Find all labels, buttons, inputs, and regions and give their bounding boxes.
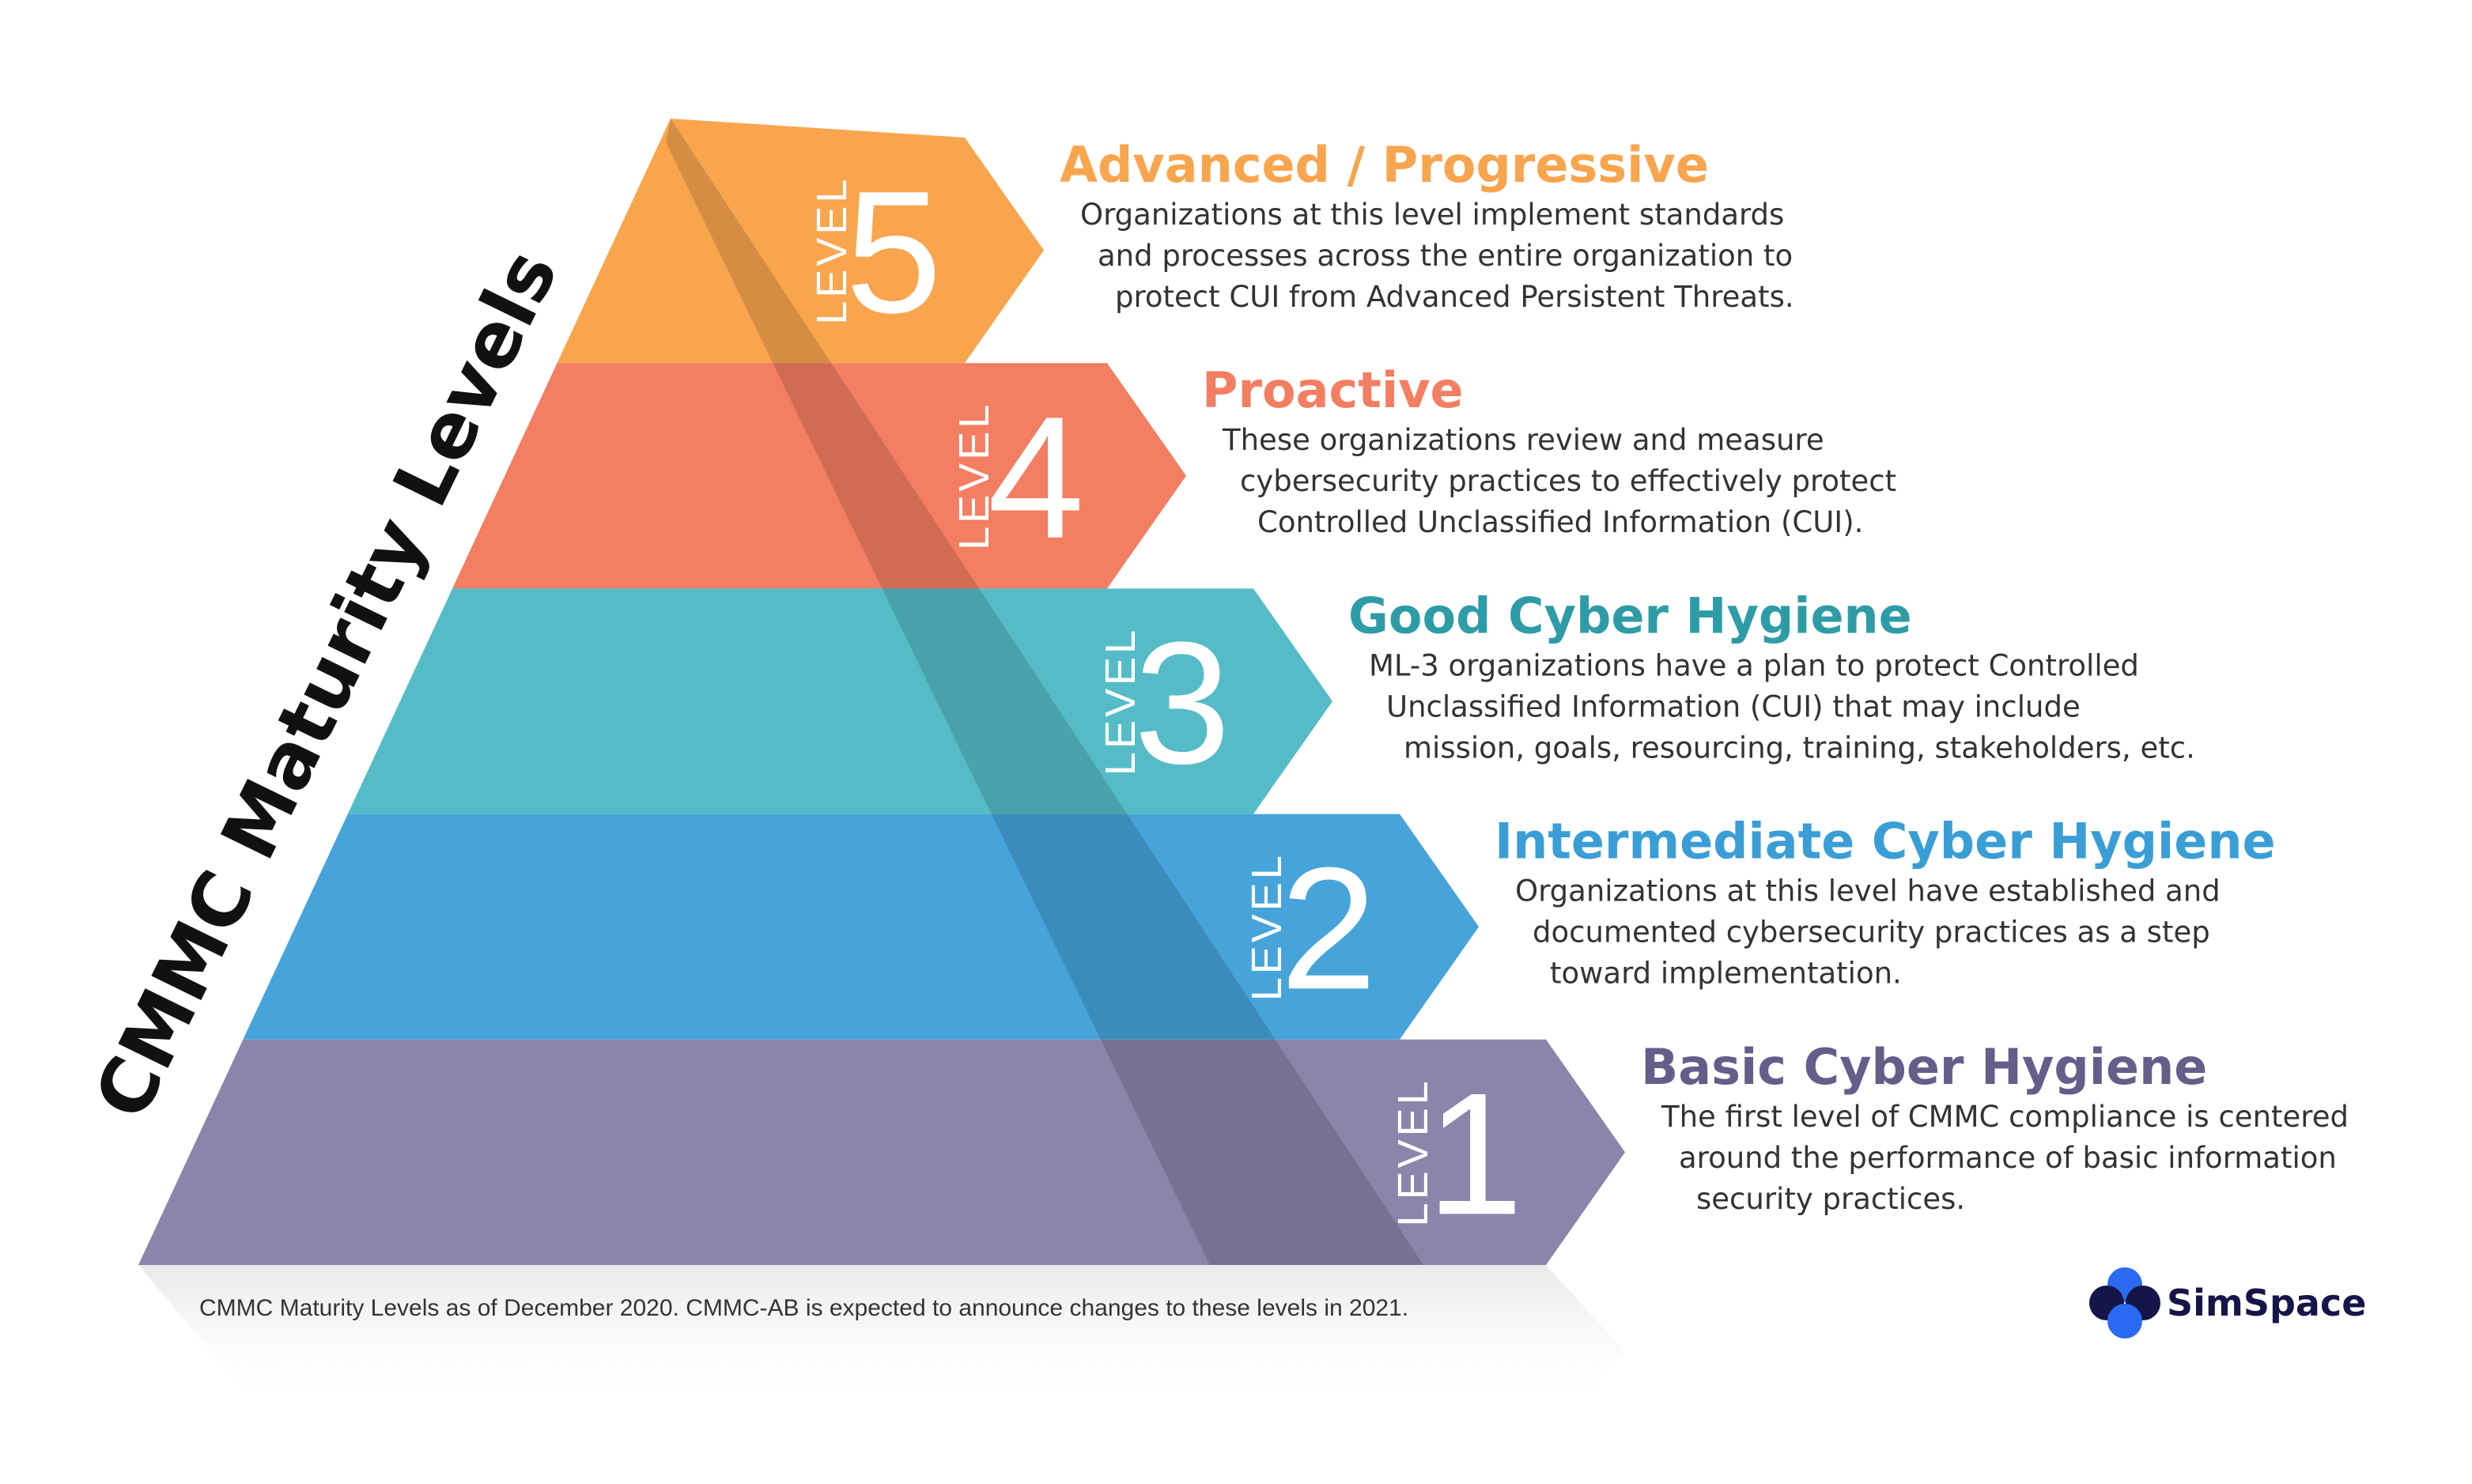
- pyramid-reflection: [138, 1265, 1625, 1411]
- tier-1-description-line: security practices.: [1696, 1182, 1965, 1216]
- tier-3-number: 3: [1134, 606, 1230, 800]
- tier-5-description-line: protect CUI from Advanced Persistent Thr…: [1115, 280, 1794, 314]
- brand-name: SimSpace: [2167, 1282, 2366, 1324]
- pyramid-tiers: [138, 119, 1625, 1265]
- pyramid-shadow-band: [666, 119, 1423, 1265]
- tier-4-title: Proactive: [1202, 361, 1464, 419]
- tier-3-level-word: LEVEL: [1097, 627, 1144, 776]
- tier-4-description-line: These organizations review and measure: [1222, 423, 1824, 457]
- tier-2-title: Intermediate Cyber Hygiene: [1495, 813, 2276, 870]
- footnote: CMMC Maturity Levels as of December 2020…: [199, 1295, 1408, 1321]
- tier-5-band: [557, 119, 1044, 364]
- tier-3-description-line: mission, goals, resourcing, training, st…: [1404, 731, 2195, 765]
- tier-4-description-line: Controlled Unclassified Information (CUI…: [1257, 505, 1863, 539]
- tier-2-number: 2: [1280, 831, 1377, 1025]
- tier-5-title: Advanced / Progressive: [1060, 136, 1709, 194]
- tier-1-level-word: LEVEL: [1389, 1078, 1437, 1226]
- tier-1-band: [138, 1039, 1625, 1265]
- tier-5-description-line: and processes across the entire organiza…: [1098, 239, 1793, 273]
- tier-5-number: 5: [845, 155, 942, 349]
- tier-1-description-line: The first level of CMMC compliance is ce…: [1661, 1100, 2349, 1134]
- tier-2-description-line: documented cybersecurity practices as a …: [1533, 916, 2210, 950]
- tier-3-band: [347, 588, 1332, 814]
- tier-3-description-line: ML-3 organizations have a plan to protec…: [1369, 648, 2139, 682]
- tier-1-description-line: around the performance of basic informat…: [1679, 1141, 2337, 1175]
- tier-1-title: Basic Cyber Hygiene: [1641, 1038, 2207, 1096]
- tier-2-level-word: LEVEL: [1243, 852, 1291, 1001]
- tier-2-description-line: Organizations at this level have establi…: [1515, 874, 2221, 908]
- tier-4-number: 4: [988, 380, 1084, 575]
- tier-3-title: Good Cyber Hygiene: [1348, 587, 1912, 644]
- overlapping-circles-icon: [2089, 1267, 2160, 1339]
- tier-4-band: [452, 363, 1186, 589]
- tier-2-description-line: toward implementation.: [1550, 957, 1902, 991]
- tier-4-description-line: cybersecurity practices to effectively p…: [1240, 464, 1896, 498]
- tier-2-band: [243, 814, 1480, 1040]
- tier-4-level-word: LEVEL: [951, 402, 998, 550]
- brand-logo: SimSpace: [2089, 1267, 2366, 1339]
- tier-3-description-line: Unclassified Information (CUI) that may …: [1386, 689, 2081, 723]
- tier-1-number: 1: [1427, 1056, 1523, 1251]
- tier-5-description-line: Organizations at this level implement st…: [1080, 198, 1784, 232]
- tier-5-level-word: LEVEL: [808, 176, 856, 325]
